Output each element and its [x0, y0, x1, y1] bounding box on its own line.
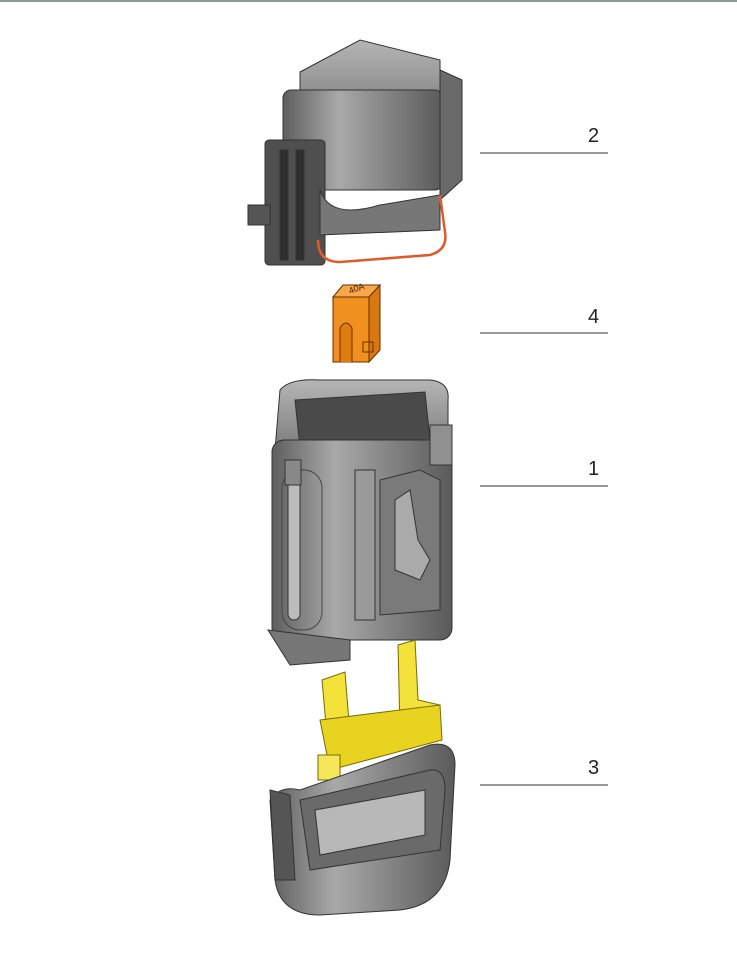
- callout-label: 1: [588, 458, 600, 480]
- bottom-cap-part: [269, 743, 456, 916]
- terminal-part: [317, 639, 443, 781]
- callout-label: 3: [588, 757, 600, 779]
- top-border: [0, 0, 737, 2]
- callout-label: 4: [588, 306, 600, 328]
- cover-part: [247, 39, 463, 266]
- callout-label: 2: [588, 125, 600, 147]
- housing-part: [267, 379, 453, 666]
- fuse-part: [331, 283, 382, 364]
